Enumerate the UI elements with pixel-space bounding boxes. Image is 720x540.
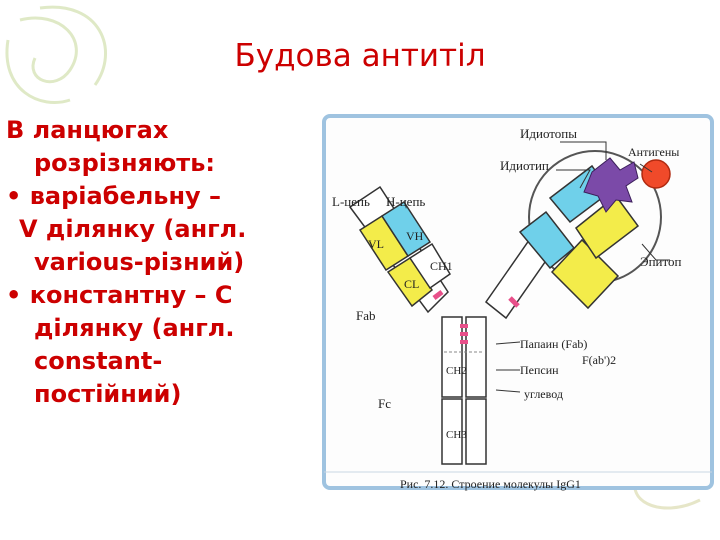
- fab-left-arm: [348, 185, 452, 314]
- label-vh: VH: [406, 229, 424, 243]
- interchain-bond-right: [508, 296, 520, 308]
- heavy-chain-left-ch3: [441, 398, 463, 465]
- label-pepsin: Пепсин: [520, 363, 559, 377]
- body-line: В ланцюгах: [6, 116, 169, 144]
- figure-caption: Рис. 7.12. Строение молекулы IgG1: [400, 477, 581, 491]
- antigen-molecule: [583, 157, 671, 213]
- label-fc: Fc: [378, 396, 391, 411]
- label-vl: VL: [368, 237, 384, 251]
- body-line: constant-: [34, 347, 163, 375]
- corner-swirl-decoration: [5, 5, 107, 104]
- label-idiotype: Идиотип: [500, 158, 549, 173]
- heavy-chain-ch1-left: [408, 242, 452, 290]
- label-fab2: F(ab')2: [582, 353, 616, 367]
- label-antigens: Антигены: [628, 145, 679, 159]
- antigen-sun-icon: [641, 159, 671, 189]
- light-chain-vl-right: [550, 238, 620, 310]
- heavy-chain-right-ch3: [465, 398, 487, 465]
- label-papain: Папаин (Fab): [520, 337, 587, 351]
- body-line: • варіабельну –: [6, 182, 222, 210]
- label-ch3: CH3: [446, 429, 467, 441]
- heavy-chain-left-ch2: [441, 316, 463, 398]
- heavy-chain-right-ch2: [465, 316, 487, 398]
- label-ch2: CH2: [446, 365, 467, 377]
- fc-region: [441, 316, 487, 465]
- leader-lines: [495, 141, 670, 393]
- body-line: розрізняють:: [34, 149, 215, 177]
- body-line: V ділянку (англ.: [19, 215, 247, 243]
- label-h-chain: H-цепь: [386, 194, 425, 209]
- slide-title: Будова антитіл: [234, 38, 486, 74]
- body-line: • константну – С: [6, 281, 233, 309]
- slide-body: В ланцюгах розрізняють: • варіабельну – …: [6, 114, 336, 411]
- label-ch1: CH1: [430, 259, 453, 273]
- antibody-figure: Идиотопы Идиотип Антигены L-цепь H-цепь …: [322, 114, 714, 491]
- hinge-disulfide-bonds: [460, 324, 468, 344]
- interchain-bond-left: [432, 290, 444, 300]
- body-line: various-різний): [34, 248, 245, 276]
- label-fab: Fab: [356, 308, 376, 323]
- label-epitope: Эпитоп: [640, 254, 682, 269]
- heavy-chain-vh-left: [380, 200, 432, 258]
- label-l-chain: L-цепь: [332, 194, 370, 209]
- light-chain-zoom: [574, 194, 640, 260]
- label-idiotopes: Идиотопы: [520, 126, 577, 141]
- body-line: ділянку (англ.: [34, 314, 235, 342]
- label-cl: CL: [404, 277, 419, 291]
- light-chain-cl-left: [386, 256, 434, 308]
- body-line: постійний): [34, 380, 182, 408]
- label-carbohydrate: углевод: [524, 387, 563, 401]
- fab-right-arm: [484, 164, 640, 320]
